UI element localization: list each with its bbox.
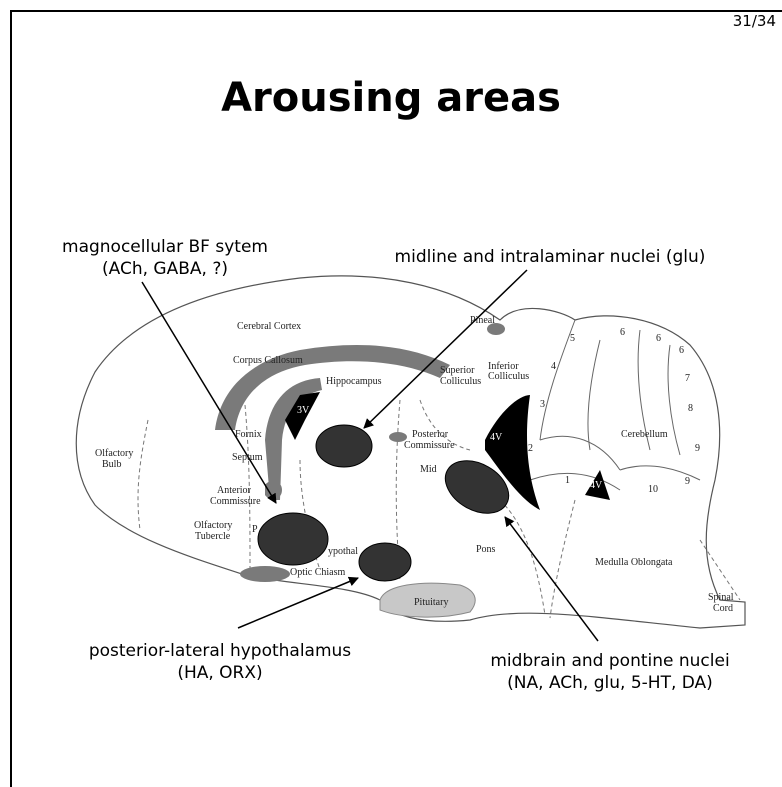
brain-outline xyxy=(76,276,745,628)
label-fourth-ventricle-small: 4V xyxy=(590,480,603,491)
arrow-posterior-lateral xyxy=(238,578,358,628)
label-medulla: Medulla Oblongata xyxy=(595,557,673,568)
label-midbrain-line2: (NA, ACh, glu, 5-HT, DA) xyxy=(470,672,750,694)
label-olfactory-bulb-2: Bulb xyxy=(102,459,121,470)
arrow-midbrain xyxy=(505,517,598,641)
label-midline-line1: midline and intralaminar nuclei (glu) xyxy=(380,246,720,268)
label-magnocellular-line2: (ACh, GABA, ?) xyxy=(40,258,290,280)
label-magnocellular-line1: magnocellular BF sytem xyxy=(40,236,290,258)
label-posterior-lateral-hypothalamus: posterior-lateral hypothalamus (HA, ORX) xyxy=(70,640,370,684)
nucleus-magnocellular-bf xyxy=(258,513,328,565)
label-midbrain-partial: Mid xyxy=(420,464,437,475)
label-midbrain-line1: midbrain and pontine nuclei xyxy=(470,650,750,672)
label-posterior-line1: posterior-lateral hypothalamus xyxy=(70,640,370,662)
label-lobule-6a: 6 xyxy=(620,327,625,338)
label-optic-chiasm: Optic Chiasm xyxy=(290,567,345,578)
label-superior-colliculus-2: Colliculus xyxy=(440,376,481,387)
label-fourth-ventricle: 4V xyxy=(490,432,503,443)
label-lobule-6c: 6 xyxy=(679,345,684,356)
label-pons: Pons xyxy=(476,544,496,555)
label-anterior-commissure-1: Anterior xyxy=(217,485,252,496)
label-olfactory-bulb-1: Olfactory xyxy=(95,448,133,459)
label-anterior-commissure-2: Commissure xyxy=(210,496,261,507)
label-lobule-5: 5 xyxy=(570,333,575,344)
label-lobule-9a: 9 xyxy=(695,443,700,454)
label-corpus-callosum: Corpus Callosum xyxy=(233,355,303,366)
label-posterior-line2: (HA, ORX) xyxy=(70,662,370,684)
label-pineal: Pineal xyxy=(470,315,495,326)
label-lobule-4: 4 xyxy=(551,361,556,372)
label-midline-intralaminar: midline and intralaminar nuclei (glu) xyxy=(380,246,720,268)
label-lobule-6b: 6 xyxy=(656,333,661,344)
label-fornix: Fornix xyxy=(235,429,262,440)
label-posterior-commissure-2: Commissure xyxy=(404,440,455,451)
optic-chiasm-shape xyxy=(240,566,290,582)
label-magnocellular-bf: magnocellular BF sytem (ACh, GABA, ?) xyxy=(40,236,290,280)
label-lobule-3: 3 xyxy=(540,399,545,410)
label-septum: Septum xyxy=(232,452,263,463)
label-lobule-2: 2 xyxy=(528,443,533,454)
label-preoptic-partial: P xyxy=(252,524,258,535)
label-midbrain-pontine: midbrain and pontine nuclei (NA, ACh, gl… xyxy=(470,650,750,694)
label-lobule-10: 10 xyxy=(648,484,658,495)
label-hippocampus: Hippocampus xyxy=(326,376,382,387)
label-lobule-1: 1 xyxy=(565,475,570,486)
label-lobule-7: 7 xyxy=(685,373,690,384)
arrow-magnocellular xyxy=(142,282,276,503)
cerebellum-folia xyxy=(530,320,700,490)
label-spinal-cord-2: Cord xyxy=(713,603,733,614)
label-cerebral-cortex: Cerebral Cortex xyxy=(237,321,301,332)
label-olfactory-tubercle-2: Tubercle xyxy=(195,531,231,542)
label-lobule-8: 8 xyxy=(688,403,693,414)
label-superior-colliculus-1: Superior xyxy=(440,365,475,376)
label-pituitary: Pituitary xyxy=(414,597,448,608)
label-spinal-cord-1: Spinal xyxy=(708,592,734,603)
label-posterior-commissure-1: Posterior xyxy=(412,429,449,440)
label-hypothalamus-partial: ypothal xyxy=(328,546,358,557)
nucleus-midline-intralaminar xyxy=(316,425,372,467)
label-lobule-9b: 9 xyxy=(685,476,690,487)
label-third-ventricle: 3V xyxy=(297,405,310,416)
label-olfactory-tubercle-1: Olfactory xyxy=(194,520,232,531)
nucleus-posterior-lateral-hypothalamus xyxy=(359,543,411,581)
label-inferior-colliculus-2: Colliculus xyxy=(488,371,529,382)
label-cerebellum: Cerebellum xyxy=(621,429,668,440)
